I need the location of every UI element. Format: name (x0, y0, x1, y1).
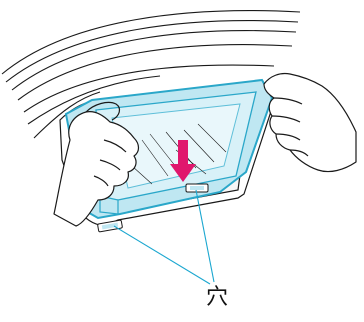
hole-label: 穴 (206, 286, 228, 310)
right-hand (264, 73, 356, 171)
slot-tab-right (186, 184, 208, 192)
